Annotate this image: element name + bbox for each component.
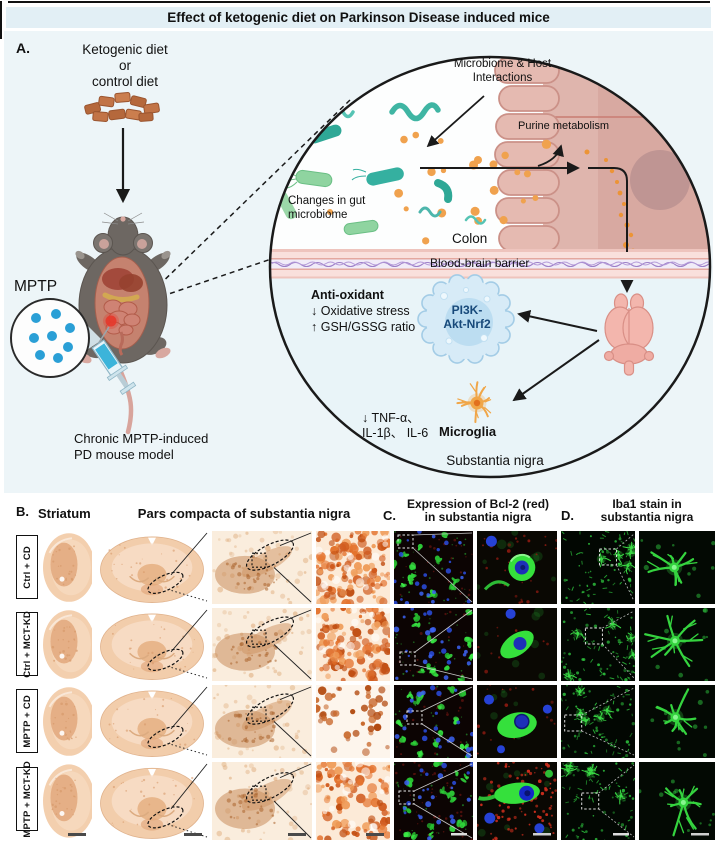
panelB-coronal-section-row3-image	[96, 685, 208, 758]
pi3k-label: PI3K-Akt-Nrf2	[443, 303, 491, 331]
panelC-bcl2-overview-row3-image	[394, 685, 473, 758]
panelC-bcl2-cell-row4-image	[477, 762, 557, 840]
panelB-sn-highmag-row1-image	[316, 531, 390, 604]
row-label-mptp-mctkd: MPTP + MCT-KD	[16, 761, 38, 837]
panel-b-header-striatum: Striatum	[38, 506, 91, 521]
cytokines-caption: ↓ TNF-α、IL-1β、 IL-6	[362, 411, 429, 440]
panelD-iba1-overview-row3-image	[561, 685, 635, 758]
figure-title: Effect of ketogenic diet on Parkinson Di…	[6, 7, 711, 28]
panel-b-label: B.	[16, 504, 29, 519]
panelB-sn-highmag-row3-image	[316, 685, 390, 758]
purine-metabolism-label: Purine metabolism	[518, 120, 610, 132]
colon-label: Colon	[452, 231, 488, 246]
panelC-bcl2-cell-row3-image	[477, 685, 557, 758]
panelD-iba1-overview-row2-image	[561, 608, 635, 681]
panelD-iba1-cell-row4-image	[639, 762, 715, 840]
panelB-coronal-section-row2-image	[96, 608, 208, 681]
panelB-striatum-row1-image	[42, 531, 92, 604]
panel-a-background	[4, 31, 713, 493]
panelB-substantia-nigra-row1-image	[212, 531, 312, 604]
figure-left-border-stub	[0, 1, 2, 39]
panelB-sn-highmag-row4-image	[316, 762, 390, 840]
panel-d-label: D.	[561, 508, 574, 523]
figure-top-border	[8, 1, 710, 3]
row-label-ctrl-cd: Ctrl + CD	[16, 535, 38, 599]
panelD-iba1-cell-row3-image	[639, 685, 715, 758]
panelB-substantia-nigra-row3-image	[212, 685, 312, 758]
panel-a-label: A.	[16, 40, 30, 56]
panelC-bcl2-overview-row2-image	[394, 608, 473, 681]
panelB-coronal-section-row1-image	[96, 531, 208, 604]
panelD-iba1-cell-row2-image	[639, 608, 715, 681]
panelC-bcl2-overview-row4-image	[394, 762, 473, 840]
panelB-striatum-row2-image	[42, 608, 92, 681]
panelD-iba1-overview-row4-image	[561, 762, 635, 840]
panel-b-header-sn: Pars compacta of substantia nigra	[137, 506, 351, 521]
panelC-bcl2-cell-row1-image	[477, 531, 557, 604]
row-label-ctrl-mctkd: Ctrl + MCT-KD	[16, 611, 38, 677]
microglia-label: Microglia	[439, 424, 497, 439]
panelB-sn-highmag-row2-image	[316, 608, 390, 681]
row-label-mptp-cd: MPTP + CD	[16, 689, 38, 753]
antioxidant-caption: Anti-oxidant ↓ Oxidative stress ↑ GSH/GS…	[311, 288, 416, 334]
panelB-coronal-section-row4-image	[96, 762, 208, 840]
panelC-bcl2-overview-row1-image	[394, 531, 473, 604]
panelB-striatum-row4-image	[42, 762, 92, 840]
panel-c-label: C.	[383, 508, 396, 523]
panelC-bcl2-cell-row2-image	[477, 608, 557, 681]
panelD-iba1-overview-row1-image	[561, 531, 635, 604]
substantia-nigra-label: Substantia nigra	[446, 453, 544, 468]
panelB-striatum-row3-image	[42, 685, 92, 758]
panelB-substantia-nigra-row2-image	[212, 608, 312, 681]
panel-c-header: Expression of Bcl-2 (red)in substantia n…	[406, 497, 550, 524]
mptp-label: MPTP	[14, 278, 58, 295]
bbb-label: Blood-brain barrier	[430, 256, 530, 270]
panelB-substantia-nigra-row4-image	[212, 762, 312, 840]
figure-panels-bcd: B. Striatum Pars compacta of substantia …	[0, 495, 717, 847]
panelD-iba1-cell-row1-image	[639, 531, 715, 604]
